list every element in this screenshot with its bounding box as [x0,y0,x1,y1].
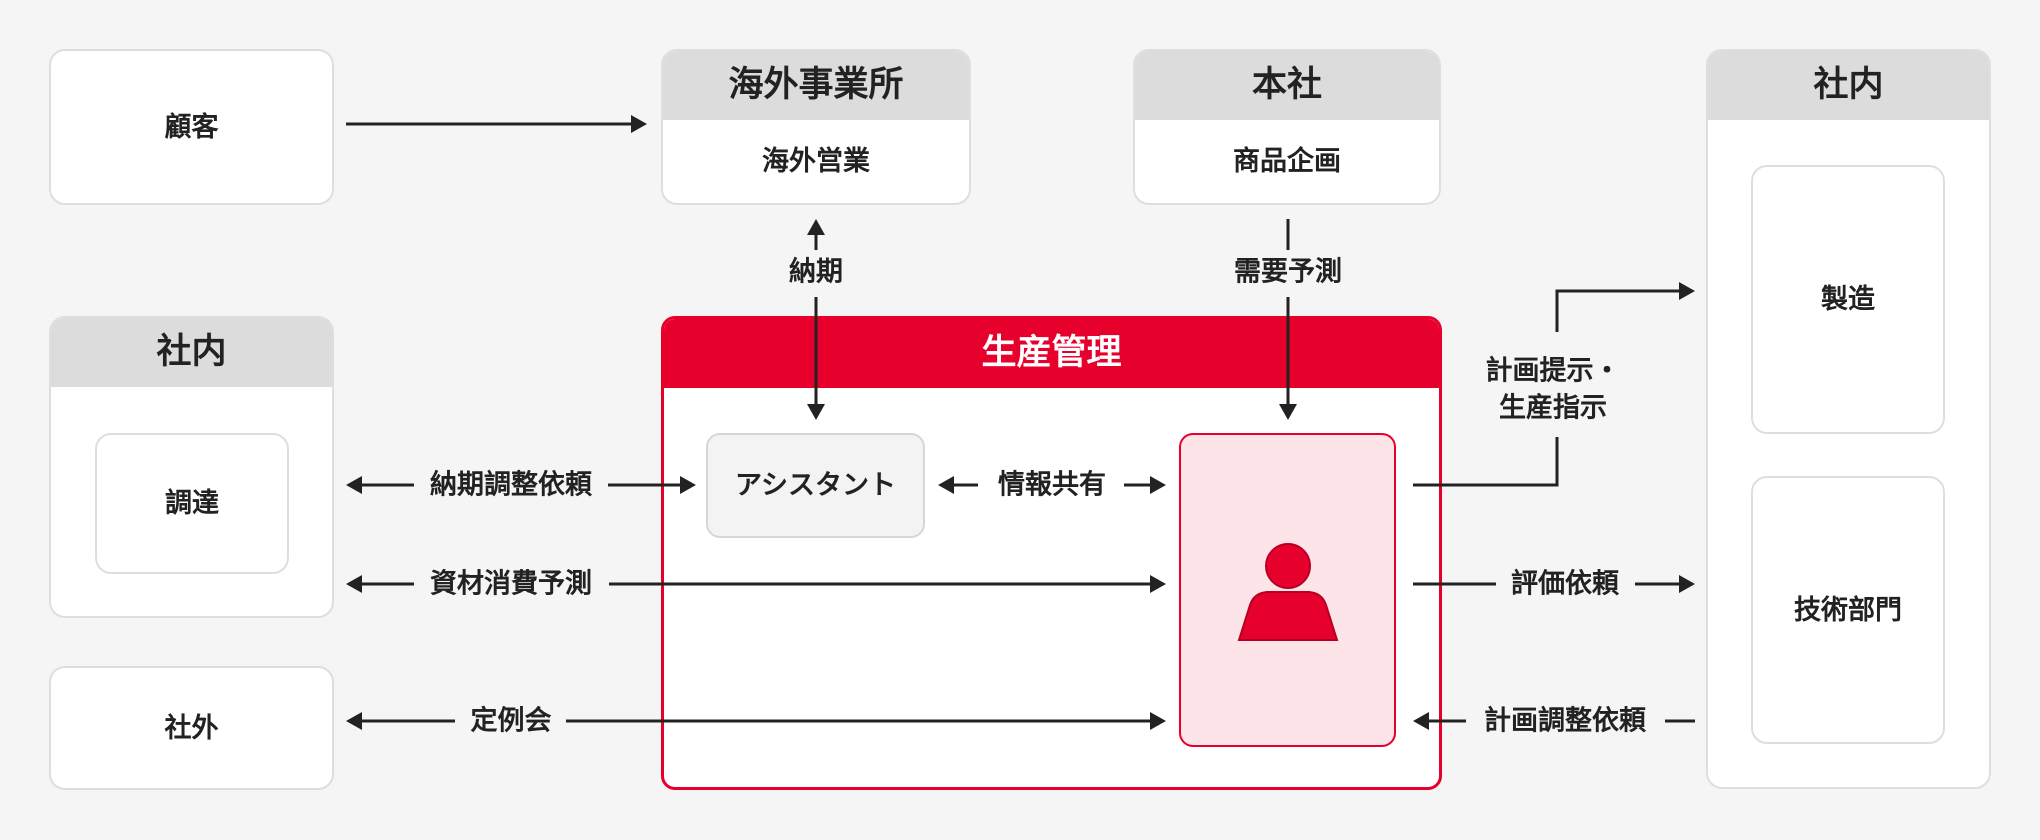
external-box: 社外 [49,666,334,790]
info-sharing-label: 情報共有 [998,469,1106,501]
procurement-box: 調達 [95,433,289,574]
arrow-head-left [346,476,362,494]
engineering-box: 技術部門 [1751,476,1945,744]
procurement-label: 調達 [165,488,219,519]
overseas-sales-label: 海外営業 [762,146,870,177]
overseas-office-header: 海外事業所 [663,51,969,120]
internal-right-header: 社内 [1708,51,1989,120]
internal-left-box: 社内 調達 [49,316,334,618]
assistant-label: アシスタント [735,470,896,501]
delivery-label: 納期 [789,256,843,288]
arrow-head-left [346,575,362,593]
evaluation-request-label: 評価依頼 [1511,568,1619,600]
product-planning-label: 商品企画 [1233,146,1341,177]
head-office-box: 本社 商品企画 [1133,49,1441,205]
delivery-adjustment-label: 納期調整依頼 [430,469,592,501]
external-label: 社外 [164,712,219,744]
person-box [1179,433,1396,747]
person-body [1237,591,1339,641]
plan-adjustment-label: 計画調整依頼 [1484,705,1646,737]
customer-to-overseas-arrow [346,115,647,133]
arrow-head-right [1679,282,1695,300]
manufacturing-label: 製造 [1821,284,1875,315]
arrow-head-up [807,219,825,235]
arrow-line [1555,289,1681,332]
customer-box: 顧客 [49,49,334,205]
production-management-header: 生産管理 [664,319,1439,388]
overseas-office-box: 海外事業所 海外営業 [661,49,971,205]
regular-meeting-label: 定例会 [470,705,552,737]
arrow-head-right [631,115,647,133]
plan-instruction-label-line2: 生産指示 [1499,392,1607,424]
production-management-box: 生産管理 アシスタント [661,316,1442,790]
head-office-header: 本社 [1135,51,1439,120]
engineering-label: 技術部門 [1794,594,1902,626]
demand-forecast-label: 需要予測 [1234,256,1342,288]
customer-label: 顧客 [164,111,219,143]
material-forecast-label: 資材消費予測 [430,568,592,600]
person-icon [1237,543,1339,641]
manufacturing-box: 製造 [1751,165,1945,434]
person-head [1265,543,1311,589]
internal-left-header: 社内 [51,318,332,387]
arrow-head-right [1679,575,1695,593]
arrow-head-left [346,712,362,730]
assistant-box: アシスタント [706,433,925,538]
plan-instruction-label-line1: 計画提示・ [1485,355,1621,387]
internal-right-box: 社内 製造 技術部門 [1706,49,1991,789]
